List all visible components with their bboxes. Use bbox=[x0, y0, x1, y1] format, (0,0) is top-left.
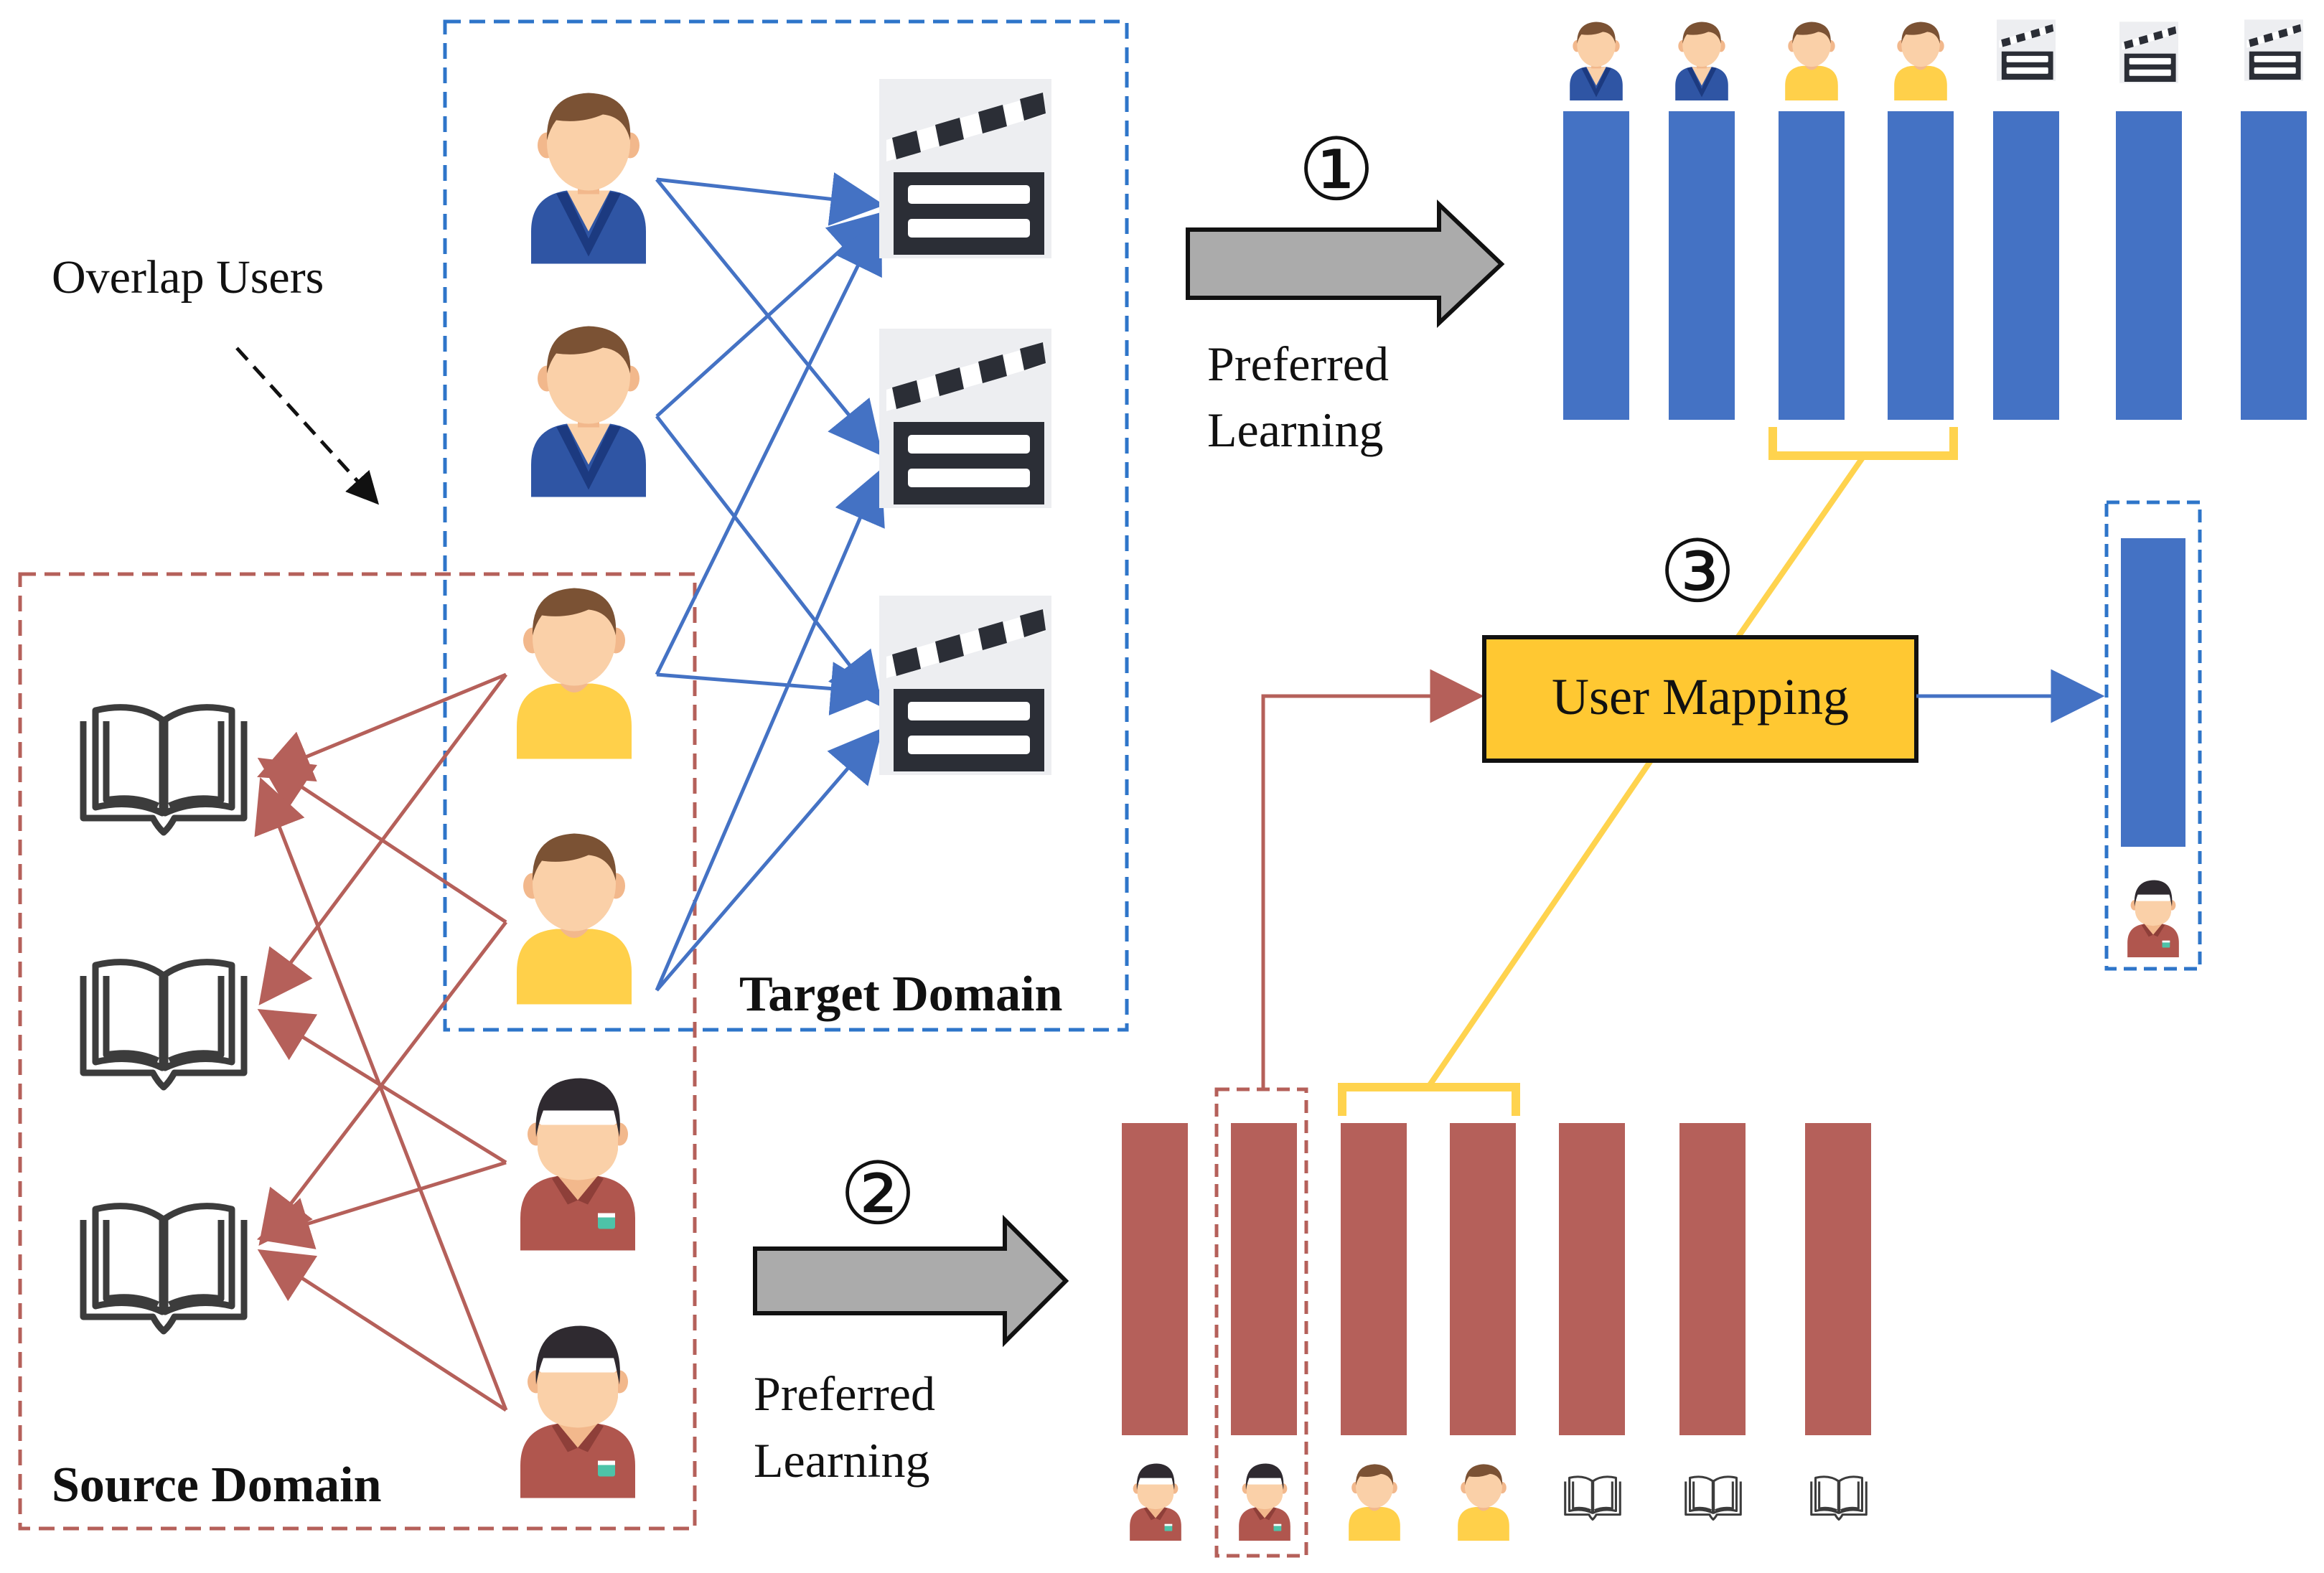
overlap-users-arrow bbox=[235, 347, 380, 505]
target-domain-box bbox=[443, 19, 1129, 1032]
book-3-icon bbox=[83, 1206, 244, 1331]
step3-label: ③ bbox=[1659, 525, 1736, 620]
source-domain-label: Source Domain bbox=[52, 1457, 382, 1513]
user-mapping-box bbox=[1482, 635, 1918, 763]
user-yellow-icon bbox=[1894, 22, 1947, 100]
user-mapping-label: User Mapping bbox=[1552, 668, 1849, 726]
target-vector-bar bbox=[2241, 111, 2307, 420]
target-overlap-bracket bbox=[1768, 427, 1958, 460]
preferred-learning-2-line1: Preferred bbox=[754, 1366, 935, 1421]
source-vector-bar bbox=[1805, 1123, 1871, 1435]
step2-label: ② bbox=[839, 1147, 917, 1242]
step1-arrow bbox=[1186, 199, 1505, 328]
target-domain-label: Target Domain bbox=[739, 967, 1062, 1022]
mapping-line-bottom bbox=[1427, 759, 1654, 1087]
book-icon bbox=[1563, 1475, 1622, 1521]
movie-2-icon bbox=[879, 329, 1051, 508]
target-vectors bbox=[1563, 19, 2307, 420]
source-vector-bar bbox=[1450, 1123, 1516, 1435]
movie-icon bbox=[1997, 19, 2056, 81]
target-interaction-arrows bbox=[655, 172, 885, 992]
preferred-learning-2-line2: Learning bbox=[754, 1433, 929, 1488]
source-vector-bar bbox=[1679, 1123, 1746, 1435]
source-vectors bbox=[1122, 1123, 1871, 1541]
source-user-1-icon bbox=[520, 1078, 635, 1251]
target-vector-bar bbox=[1888, 111, 1954, 420]
target-vector-bar bbox=[1779, 111, 1845, 420]
source-user-2-icon bbox=[520, 1325, 635, 1498]
user-yellow-icon bbox=[1785, 22, 1838, 100]
book-1-icon bbox=[83, 708, 244, 832]
user-blue-icon bbox=[1675, 22, 1728, 100]
source-vector-bar bbox=[1231, 1123, 1297, 1435]
target-user-1-icon bbox=[531, 93, 646, 264]
user-red-icon bbox=[1239, 1463, 1290, 1541]
movie-icon bbox=[2244, 19, 2303, 81]
mapping-line-top bbox=[1734, 456, 1865, 641]
movie-3-icon bbox=[879, 596, 1051, 775]
source-vector-bar bbox=[1559, 1123, 1625, 1435]
step1-label: ① bbox=[1298, 123, 1375, 218]
mapped-user-red-icon bbox=[2127, 880, 2179, 957]
mapped-vector-box bbox=[2104, 500, 2202, 971]
source-overlap-bracket bbox=[1338, 1083, 1520, 1116]
book-icon bbox=[1684, 1475, 1743, 1521]
overlap-user-2-icon bbox=[517, 833, 632, 1005]
overlap-user-1-icon bbox=[517, 588, 632, 759]
user-yellow-icon bbox=[1458, 1464, 1509, 1541]
preferred-learning-1-line1: Preferred bbox=[1207, 337, 1389, 391]
user-red-icon bbox=[1130, 1463, 1181, 1541]
book-2-icon bbox=[83, 962, 244, 1087]
target-vector-bar bbox=[2116, 111, 2182, 420]
user-yellow-icon bbox=[1349, 1464, 1400, 1541]
target-vector-bar bbox=[1563, 111, 1629, 420]
source-vector-bar bbox=[1341, 1123, 1407, 1435]
movie-icon bbox=[2119, 22, 2178, 83]
user-blue-icon bbox=[1570, 22, 1623, 100]
step2-arrow bbox=[753, 1214, 1069, 1348]
preferred-learning-1-line2: Learning bbox=[1207, 403, 1383, 457]
book-icon bbox=[1809, 1475, 1868, 1521]
source-vector-bar bbox=[1122, 1123, 1188, 1435]
mapped-vector-bar bbox=[2121, 538, 2185, 847]
movie-1-icon bbox=[879, 79, 1051, 258]
target-vector-bar bbox=[1993, 111, 2059, 420]
target-vector-bar bbox=[1669, 111, 1735, 420]
source-to-mapping-arrow bbox=[1261, 669, 1484, 1089]
overlap-users-label: Overlap Users bbox=[52, 251, 324, 304]
target-user-2-icon bbox=[531, 326, 646, 497]
source-interaction-arrows bbox=[254, 672, 508, 1412]
source-domain-box bbox=[18, 572, 697, 1531]
